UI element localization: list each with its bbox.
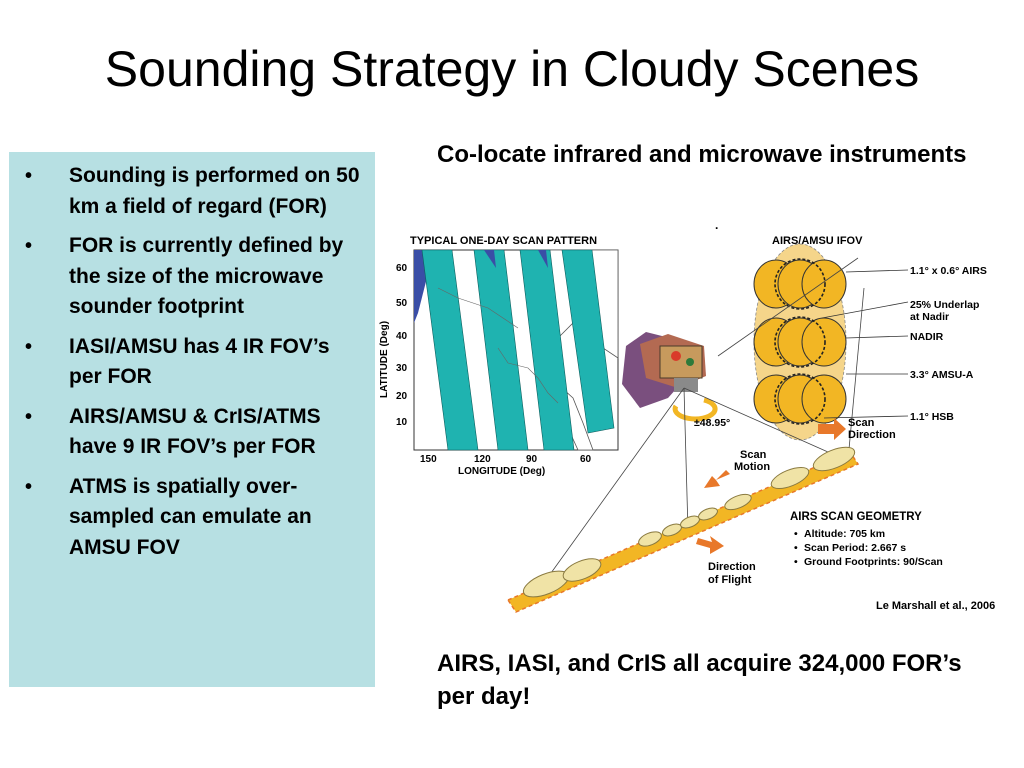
hsb-footprints	[774, 258, 826, 425]
airs-label: 1.1° x 0.6° AIRS	[910, 265, 987, 277]
lon-tick-label: 90	[526, 454, 538, 465]
airs-footprints	[753, 259, 847, 424]
bullet-item: • Sounding is performed on 50 km a field…	[21, 161, 361, 222]
bullet-marker: •	[25, 405, 33, 428]
scan-motion-label: Scan	[740, 449, 767, 461]
lon-tick-label: 150	[420, 454, 437, 465]
ground-footprints	[522, 446, 856, 598]
stray-dot: .	[715, 218, 719, 232]
geometry-bullet: •	[794, 556, 798, 568]
scan-motion-label-cont: Motion	[734, 461, 770, 473]
airs-scan-figure: TYPICAL ONE-DAY SCAN PATTERN 60 50 40 30…	[378, 228, 1024, 616]
hsb-label: 1.1° HSB	[910, 411, 954, 423]
flight-direction-label-cont: of Flight	[708, 574, 752, 586]
bullet-marker: •	[25, 475, 33, 498]
scan-direction-label: Scan	[848, 417, 875, 429]
lat-tick-label: 20	[396, 391, 408, 402]
lon-tick-label: 120	[474, 454, 491, 465]
scan-angle-label: ±48.95°	[694, 417, 730, 429]
colocate-caption: Co-locate infrared and microwave instrum…	[437, 141, 967, 168]
scan-direction-arrow-icon	[818, 418, 846, 440]
bullet-marker: •	[25, 165, 33, 187]
bullet-text: FOR is currently defined by the size of …	[69, 234, 344, 318]
lat-tick-label: 10	[396, 417, 408, 428]
bullet-item: • ATMS is spatially over-sampled can emu…	[21, 472, 361, 564]
lat-tick-label: 40	[396, 331, 408, 342]
underlap-label: 25% Underlap	[910, 299, 979, 311]
scan-swaths	[414, 249, 615, 451]
bullet-panel: • Sounding is performed on 50 km a field…	[9, 152, 375, 687]
lat-axis-label: LATITUDE (Deg)	[379, 321, 390, 398]
map-title: TYPICAL ONE-DAY SCAN PATTERN	[410, 235, 597, 247]
lat-tick-label: 30	[396, 363, 408, 374]
geometry-bullet: •	[794, 528, 798, 540]
scan-view-lines	[545, 257, 865, 581]
bullet-marker: •	[25, 235, 33, 257]
bullet-text: Sounding is performed on 50 km a field o…	[69, 164, 360, 218]
amsu-label: 3.3° AMSU-A	[910, 369, 974, 381]
flight-direction-arrow-icon	[696, 536, 724, 554]
map-coastlines	[437, 287, 559, 404]
lon-ticks: 150 120 90 60	[420, 454, 592, 465]
citation: Le Marshall et al., 2006	[876, 600, 996, 612]
slide-title: Sounding Strategy in Cloudy Scenes	[104, 41, 920, 97]
flight-direction-label: Direction	[708, 561, 756, 573]
geometry-item: Ground Footprints: 90/Scan	[804, 556, 943, 568]
geometry-bullet: •	[794, 542, 798, 554]
scan-motion-arrow-icon	[704, 470, 730, 488]
geometry-title: AIRS SCAN GEOMETRY	[790, 511, 922, 523]
nadir-label: NADIR	[910, 331, 944, 343]
lon-tick-label: 60	[580, 454, 592, 465]
lon-axis-label: LONGITUDE (Deg)	[458, 466, 545, 477]
lat-tick-label: 60	[396, 263, 408, 274]
scan-rotation-arrow	[672, 397, 718, 422]
geometry-item: Altitude: 705 km	[804, 528, 885, 540]
arrow-icons	[696, 418, 846, 554]
bullet-text: IASI/AMSU has 4 IR FOV’s per FOR	[69, 334, 330, 389]
for-summary-caption: AIRS, IASI, and CrIS all acquire 324,000…	[437, 650, 962, 710]
bullet-item: • IASI/AMSU has 4 IR FOV’s per FOR	[21, 332, 361, 393]
underlap-label-cont: at Nadir	[910, 311, 949, 323]
bullet-marker: •	[25, 335, 33, 358]
bullet-text: ATMS is spatially over-sampled can emula…	[69, 474, 312, 559]
bullet-item: • FOR is currently defined by the size o…	[21, 231, 361, 323]
bullet-text: AIRS/AMSU & CrIS/ATMS have 9 IR FOV’s pe…	[69, 404, 321, 459]
scan-direction-label-cont: Direction	[848, 429, 896, 441]
satellite-icon	[622, 332, 706, 408]
geometry-item: Scan Period: 2.667 s	[804, 542, 906, 554]
lat-tick-label: 50	[396, 298, 408, 309]
ifov-title: AIRS/AMSU IFOV	[772, 235, 863, 247]
bullet-item: • AIRS/AMSU & CrIS/ATMS have 9 IR FOV’s …	[21, 402, 361, 463]
lat-ticks: 60 50 40 30 20 10	[396, 263, 408, 428]
